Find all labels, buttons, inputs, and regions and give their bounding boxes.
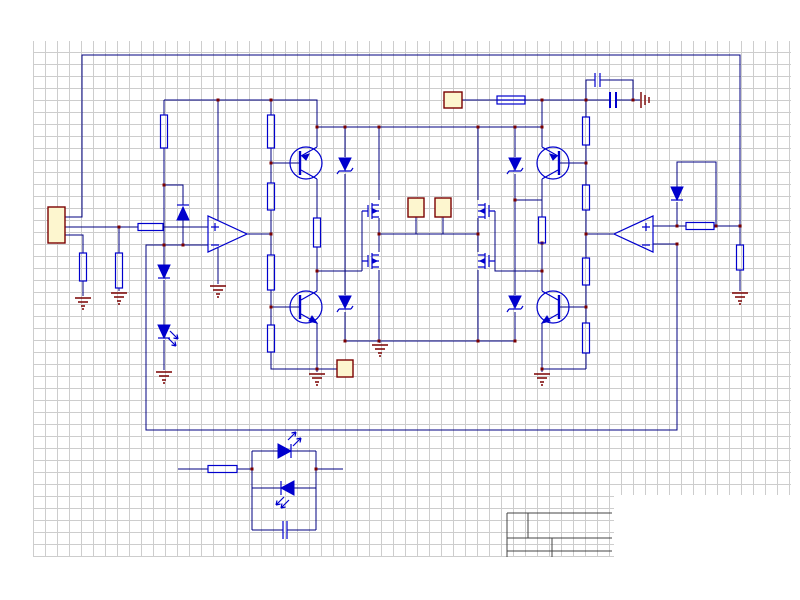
led-arrows xyxy=(167,330,302,509)
resistor-r2 xyxy=(266,114,276,149)
transistors[interactable] xyxy=(288,145,571,325)
opamp-u1 xyxy=(207,215,248,253)
wire-bridge-ground-net xyxy=(345,340,515,343)
ground-icon xyxy=(110,292,128,305)
resistor-r15 xyxy=(685,221,715,231)
wire-op2-pins xyxy=(653,161,740,227)
resistor-r3 xyxy=(137,222,164,232)
wire-q2-column xyxy=(541,100,586,372)
cap-1u xyxy=(594,73,601,87)
connector-m1 xyxy=(407,197,425,218)
wires xyxy=(65,54,741,531)
wire-data-pin1-net xyxy=(65,234,84,296)
resistor-r12 xyxy=(581,184,591,211)
resistors[interactable] xyxy=(78,95,745,474)
wire-right-divider-column xyxy=(585,100,614,369)
opamps[interactable] xyxy=(207,215,654,253)
resistor-r8 xyxy=(266,324,276,353)
resistor-r11 xyxy=(581,116,591,146)
led-red xyxy=(277,443,293,459)
wire-left-divider-column xyxy=(247,100,337,372)
wire-left-supply-rail xyxy=(164,99,318,284)
mosfet-irf540-right xyxy=(477,252,496,270)
wire-fet-column-left xyxy=(361,127,380,341)
title-block xyxy=(506,512,612,557)
diodes[interactable] xyxy=(157,157,684,509)
mosfet-irf540-left xyxy=(361,252,380,270)
resistor-r5 xyxy=(114,252,124,289)
wire-zener-column-right xyxy=(514,127,542,341)
opamp-u2 xyxy=(613,215,654,253)
connector-ground xyxy=(336,359,354,378)
mosfets[interactable] xyxy=(361,202,496,270)
junction-dots xyxy=(117,98,742,471)
zener-z2 xyxy=(506,157,524,175)
connector-data xyxy=(47,206,66,244)
resistor-r1 xyxy=(159,114,169,149)
resistor-r17 xyxy=(207,464,238,474)
resistor-r4 xyxy=(78,252,88,282)
opamp-u1-polarity xyxy=(211,223,219,246)
diode-indicator xyxy=(157,264,171,279)
resistor-r9 xyxy=(312,217,322,248)
ground-icon xyxy=(155,371,173,384)
earth-ground-icon xyxy=(640,91,650,109)
zener-z3 xyxy=(336,295,354,313)
wire-power-line xyxy=(462,79,640,101)
cap-01u xyxy=(282,521,288,539)
wire-left-diode-column xyxy=(163,100,184,370)
zener-z4 xyxy=(506,295,524,313)
ground-icon xyxy=(371,344,389,357)
connectors[interactable] xyxy=(47,91,463,378)
connector-m2 xyxy=(434,197,452,218)
resistor-r16 xyxy=(735,244,745,271)
ground-icon xyxy=(533,373,551,386)
ground-icon xyxy=(308,373,326,386)
resistor-r7 xyxy=(266,254,276,291)
wire-input-loop xyxy=(65,54,741,291)
ground-icon xyxy=(731,292,749,305)
resistor-r14 xyxy=(581,322,591,354)
wire-led-section xyxy=(178,450,343,531)
diode-1n4148-left xyxy=(176,204,190,221)
led-green xyxy=(279,480,295,496)
resistor-r13 xyxy=(581,257,591,286)
mosfet-irf9540-right xyxy=(477,202,496,220)
zener-z1 xyxy=(336,157,354,175)
opamp-u2-polarity xyxy=(642,223,650,246)
wire-data-pin2-net xyxy=(65,226,208,291)
ground-icon xyxy=(74,297,92,310)
ground-icon xyxy=(209,285,227,298)
mosfet-irf9540-left xyxy=(361,202,380,220)
led-yellow xyxy=(157,324,171,339)
fuse[interactable] xyxy=(496,95,526,105)
resistor-r6 xyxy=(266,182,276,211)
diode-1n4148-right xyxy=(670,186,684,201)
capacitors[interactable] xyxy=(282,73,617,539)
resistor-r10 xyxy=(537,216,547,244)
connector-power xyxy=(443,91,463,109)
wire-feedback-bottom-rail xyxy=(145,243,678,431)
title-block-mask xyxy=(614,495,800,600)
cap-100u xyxy=(609,92,617,108)
wire-out-net xyxy=(379,217,478,235)
wire-q1-column xyxy=(316,127,362,369)
